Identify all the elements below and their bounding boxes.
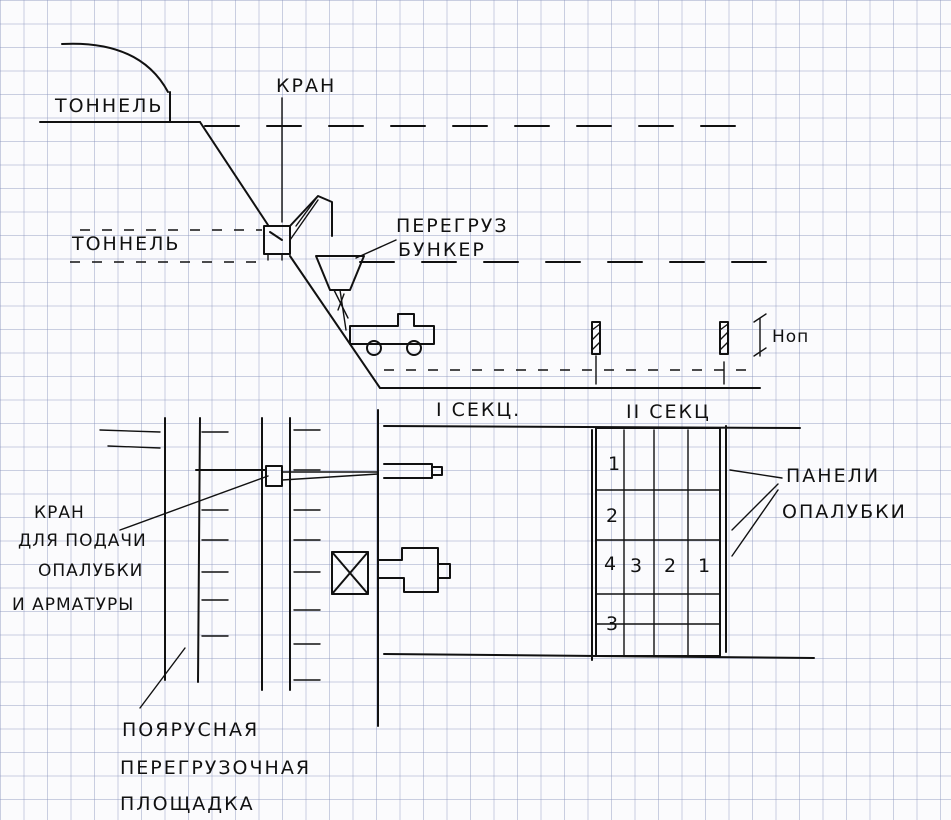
formwork-grid — [591, 425, 727, 661]
panel-number: 2 — [606, 505, 620, 527]
label-crane-top: КРАН — [276, 75, 336, 97]
height-dimension — [753, 313, 767, 357]
panel-number: 3 — [606, 613, 620, 635]
slope-joint — [269, 231, 283, 241]
panel-number: 1 — [698, 555, 712, 577]
platform-pointer — [139, 647, 186, 709]
panels-pointer — [729, 469, 783, 557]
panel-number: 3 — [630, 555, 644, 577]
hopper-icon — [315, 255, 365, 331]
truck-icon — [349, 313, 435, 356]
label-tunnel-mid: ТОННЕЛЬ — [71, 233, 180, 255]
slope-lower-and-floor — [289, 255, 761, 389]
concrete-pump-icon — [331, 547, 451, 595]
platform-ticks — [99, 429, 321, 681]
label-crane-feed-2: ДЛЯ ПОДАЧИ — [18, 531, 147, 551]
label-hopper-line2: БУНКЕР — [398, 239, 486, 261]
label-crane-feed-1: КРАН — [34, 503, 85, 523]
label-platform-3: ПЛОЩАДКА — [120, 793, 255, 815]
label-platform-2: ПЕРЕГРУЗОЧНАЯ — [120, 757, 311, 779]
label-crane-feed-3: ОПАЛУБКИ — [38, 561, 143, 581]
panel-number: 1 — [608, 453, 622, 475]
label-hopper-line1: ПЕРЕГРУЗ — [396, 215, 509, 237]
label-section-1: I СЕКЦ. — [436, 399, 521, 421]
tunnel-arc — [61, 42, 169, 93]
panel-number: 2 — [664, 555, 678, 577]
label-crane-feed-4: И АРМАТУРЫ — [12, 595, 134, 615]
label-platform-1: ПОЯРУСНАЯ — [122, 719, 259, 741]
plan-view — [99, 409, 815, 727]
slope-upper — [199, 121, 269, 226]
label-panels-2: ОПАЛУБКИ — [782, 501, 907, 523]
crane-feed-pointer — [119, 475, 269, 531]
post-1 — [591, 321, 601, 385]
label-section-2: II СЕКЦ — [626, 401, 711, 423]
crane-icon — [263, 97, 333, 261]
label-h-op: Hоп — [772, 327, 809, 347]
section-view — [39, 42, 791, 389]
crane-plan-icon — [195, 463, 443, 487]
panel-number: 4 — [604, 553, 618, 575]
post-2 — [719, 321, 729, 385]
label-tunnel-top: ТОННЕЛЬ — [54, 95, 163, 117]
label-panels-1: ПАНЕЛИ — [786, 465, 880, 487]
